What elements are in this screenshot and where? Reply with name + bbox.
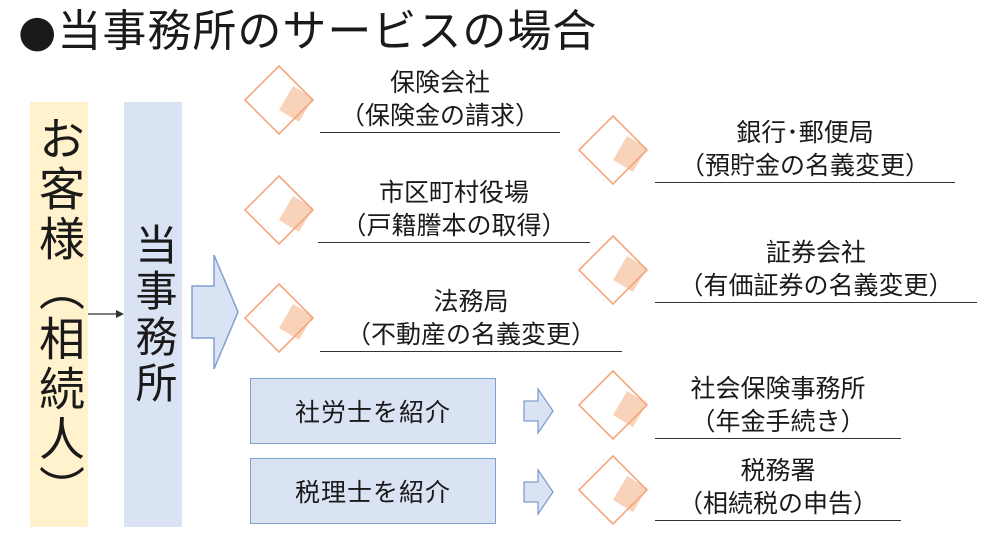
customer-column: お客様（相続人） [30, 102, 88, 527]
destination-name: 銀行･郵便局 [736, 118, 874, 147]
diamond-bullet-1 [243, 64, 315, 136]
destination-detail: （相続税の申告） [655, 487, 901, 521]
destination-detail: （有価証券の名義変更） [655, 269, 977, 303]
office-block-arrow [191, 254, 239, 370]
destination-name: 保険会社 [389, 68, 490, 97]
referral-arrow-1 [523, 386, 554, 436]
destination-detail: （預貯金の名義変更） [655, 149, 955, 183]
referral-box-labor-consultant: 社労士を紹介 [250, 378, 496, 444]
destination-city-office: 市区町村役場 （戸籍謄本の取得） [318, 176, 590, 243]
diamond-bullet-3 [243, 282, 315, 354]
destination-securities: 証券会社 （有価証券の名義変更） [655, 236, 977, 303]
referral-arrow-2 [523, 467, 554, 517]
customer-to-office-arrowhead [116, 310, 124, 318]
referral-box-tax-accountant: 税理士を紹介 [250, 458, 496, 524]
diamond-bullet-2 [243, 174, 315, 246]
office-column: 当事務所 [124, 102, 182, 527]
destination-tax-office: 税務署 （相続税の申告） [655, 454, 901, 521]
destination-name: 税務署 [740, 456, 816, 485]
diamond-bullet-6 [577, 369, 649, 441]
destination-name: 社会保険事務所 [690, 374, 866, 403]
page-title: ●当事務所のサービスの場合 [18, 6, 598, 57]
destination-detail: （保険金の請求） [320, 99, 560, 133]
destination-bank: 銀行･郵便局 （預貯金の名義変更） [655, 116, 955, 183]
destination-detail: （戸籍謄本の取得） [318, 209, 590, 243]
customer-label: お客様（相続人） [32, 114, 86, 515]
destination-name: 証券会社 [765, 238, 866, 267]
referral-label: 社労士を紹介 [294, 398, 451, 427]
destination-detail: （年金手続き） [655, 405, 901, 439]
diamond-bullet-5 [577, 234, 649, 306]
destination-insurance: 保険会社 （保険金の請求） [320, 66, 560, 133]
referral-label: 税理士を紹介 [294, 478, 451, 507]
destination-detail: （不動産の名義変更） [320, 318, 622, 352]
diamond-bullet-7 [577, 454, 649, 526]
destination-name: 法務局 [433, 287, 509, 316]
diamond-bullet-4 [577, 114, 649, 186]
destination-social-insurance: 社会保険事務所 （年金手続き） [655, 372, 901, 439]
office-label: 当事務所 [129, 222, 178, 407]
diamond-bullets [243, 64, 649, 526]
destination-legal-bureau: 法務局 （不動産の名義変更） [320, 285, 622, 352]
destination-name: 市区町村役場 [378, 178, 529, 207]
